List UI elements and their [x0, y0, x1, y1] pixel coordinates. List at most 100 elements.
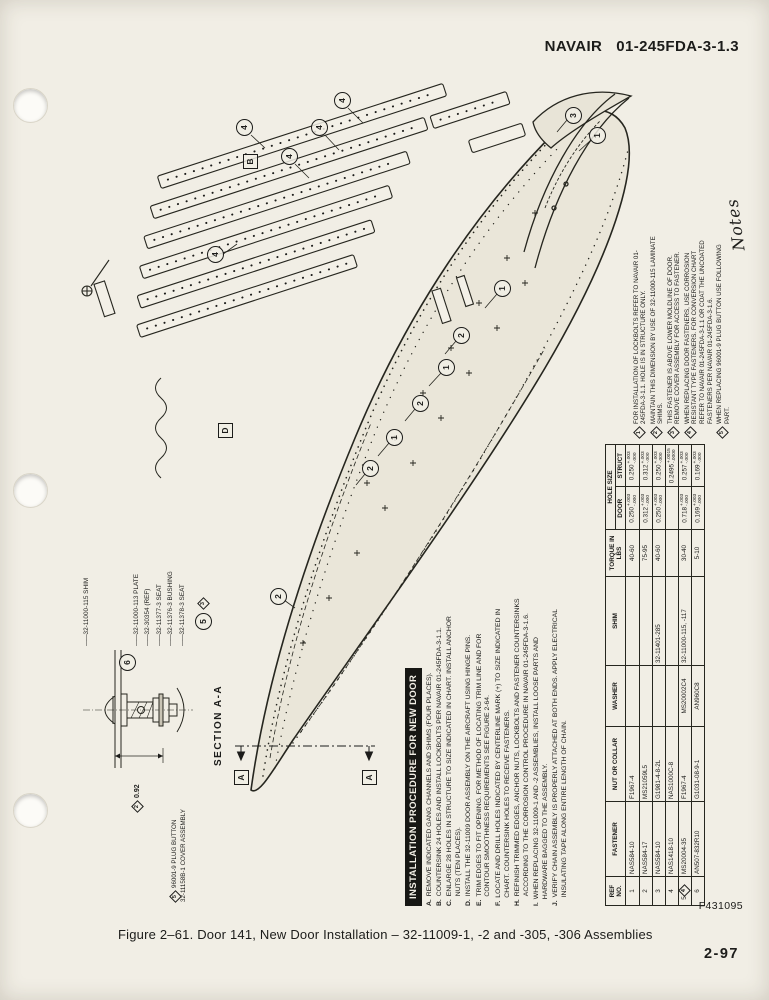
section-aa-detail: 32-11000-115 SHIM 32-11000-113 PLATE 32-… [67, 544, 239, 904]
note-flag-number: 2 [133, 804, 140, 809]
notes-block: 1 FOR INSTALLATION OF LOCKBOLTS REFER TO … [631, 197, 749, 439]
section-part-labels: 32-11000-115 SHIM 32-11000-113 PLATE 32-… [81, 546, 188, 646]
procedure-step: A. REMOVE INDICATED GANG CHANNELS AND SHI… [426, 598, 435, 906]
callout-balloon: 2 [453, 327, 470, 344]
step-letter: I. [533, 902, 541, 906]
doc-brand: NAVAIR [544, 38, 603, 55]
step-text: REFINISH TRIMMED EDGES, ANCHOR NUTS, LOC… [513, 598, 530, 897]
procedure-steps: A. REMOVE INDICATED GANG CHANNELS AND SHI… [426, 598, 570, 906]
callout-balloon: 4 [207, 246, 224, 263]
col-header-door: DOOR [615, 487, 626, 530]
note-item: 4 WHEN REPLACING DOOR FASTENERS, USE CORR… [683, 232, 715, 439]
note-text: FOR INSTALLATION OF LOCKBOLTS REFER TO N… [632, 250, 648, 424]
balloon-number: 1 [389, 435, 400, 440]
col-header-fastener: FASTENER [605, 801, 626, 877]
step-text: VERIFY CHAIN ASSEMBLY IS PROPERLY ATTACH… [552, 609, 569, 898]
balloon-number: 4 [239, 125, 250, 130]
procedure-step: C.ENLARGE 28 HOLES IN STRUCTURE TO SIZE … [446, 598, 464, 906]
procedure-step: D.INSTALL THE 32-11009 DOOR ASSEMBLY ON … [465, 598, 474, 906]
exploded-view-drawing [81, 83, 633, 792]
note-text: THIS FASTENER IS ABOVE LOWER MOLDLINE OF… [666, 251, 682, 425]
step-text: LOCATE AND DRILL HOLES INDICATED BY CENT… [494, 608, 511, 898]
note-text: WHEN REPLACING 96001-9 PLUG BUTTON USE F… [716, 244, 731, 424]
note-text: WHEN REPLACING DOOR FASTENERS, USE CORRO… [683, 240, 714, 424]
callout-balloon: 1 [589, 127, 606, 144]
view-flag-letter: D [220, 427, 231, 434]
gang-channels [93, 83, 526, 338]
step-text: REMOVE INDICATED GANG CHANNELS AND SHIMS… [425, 672, 433, 897]
view-flag: B [243, 154, 258, 169]
section-cut-letter: A [364, 774, 375, 781]
step-letter: D. [465, 899, 473, 906]
callout-balloon: 3 [565, 107, 582, 124]
balloon-number: 1 [441, 365, 452, 370]
callout-balloon: 4 [236, 119, 253, 136]
callout-balloon: 4 [311, 119, 328, 136]
step-letter: C. [446, 899, 454, 906]
balloon-number: 2 [365, 466, 376, 471]
balloon-number: 4 [210, 252, 221, 257]
hardware-details [81, 259, 167, 479]
gang-channel-rivets [146, 91, 501, 330]
part-label: 32-11378-3 SEAT [177, 546, 189, 646]
doc-number: NAVAIR 01-245FDA-3-1.3 [545, 38, 739, 55]
callout-balloon: 2 [412, 395, 429, 412]
binder-hole [13, 473, 48, 508]
note-flag-diamond: 4 [683, 426, 697, 439]
note-flag-number: 3 [199, 601, 206, 606]
note-item: 5 WHEN REPLACING 96001-9 PLUG BUTTON USE … [716, 232, 732, 439]
note-flag-diamond: 5 [716, 426, 729, 439]
callout-balloon: 4 [281, 148, 298, 165]
callout-balloon: 1 [494, 280, 511, 297]
part-label: 32-11377-3 SEAT [154, 546, 166, 646]
callout-balloon: 2 [270, 588, 287, 605]
balloon-number: 4 [314, 125, 325, 130]
view-flag-letter: B [245, 158, 256, 165]
balloon-number: 4 [284, 154, 295, 159]
note-flag-diamond: 1 [632, 426, 646, 439]
note-flag-diamond: 3 [666, 426, 680, 439]
callout-balloon: 2 [362, 460, 379, 477]
step-text: TRIM EDGES TO FIT OPENING. FOR METHOD OF… [475, 633, 492, 897]
col-header-hole-size: HOLE SIZE [605, 444, 616, 530]
balloon-number: 2 [273, 594, 284, 599]
fastener-table: REF NO. FASTENER NUT OR COLLAR WASHER SH… [605, 444, 705, 906]
section-title: SECTION A-A [213, 684, 224, 766]
balloon-number: 2 [456, 333, 467, 338]
note-flag-number: 5 [171, 894, 178, 899]
binder-hole [13, 793, 48, 828]
step-text: WHEN REPLACING 32-11009-1 AND -2 ASSEMBL… [533, 637, 549, 900]
procedure-title: INSTALLATION PROCEDURE FOR NEW DOOR [405, 667, 422, 906]
step-text: COUNTERSINK 24 HOLES AND INSTALL LOCKBOL… [435, 627, 443, 897]
col-header-torque: TORQUE IN LBS [605, 529, 626, 577]
part-label: 96001-9 PLUG BUTTON [171, 819, 179, 888]
figure-caption: Figure 2–61. Door 141, New Door Installa… [118, 927, 653, 942]
col-header-struct: STRUCT [615, 444, 626, 487]
balloon-number: 6 [122, 660, 133, 665]
balloon-number: 5 [198, 619, 209, 624]
step-letter: H. [513, 899, 521, 906]
note-flag-diamond: 3 [197, 597, 210, 610]
doc-code: 01-245FDA-3-1.3 [616, 38, 739, 55]
col-header-washer: WASHER [605, 665, 626, 727]
note-flag-diamond: 2 [649, 426, 663, 439]
section-cut-line [235, 745, 375, 762]
balloon-number: 4 [337, 98, 348, 103]
callout-balloon: 5 [195, 613, 212, 630]
section-aa-drawing [83, 650, 193, 768]
figure-id: F431095 [698, 900, 743, 912]
balloon-number: 1 [592, 133, 603, 138]
procedure-step: I. WHEN REPLACING 32-11009-1 AND -2 ASSEM… [533, 598, 551, 906]
step-letter: A. [425, 899, 433, 906]
step-letter: E. [475, 899, 483, 906]
step-letter: F. [494, 900, 502, 906]
procedure-step: B.COUNTERSINK 24 HOLES AND INSTALL LOCKB… [436, 598, 445, 906]
callout-balloon: 1 [438, 359, 455, 376]
